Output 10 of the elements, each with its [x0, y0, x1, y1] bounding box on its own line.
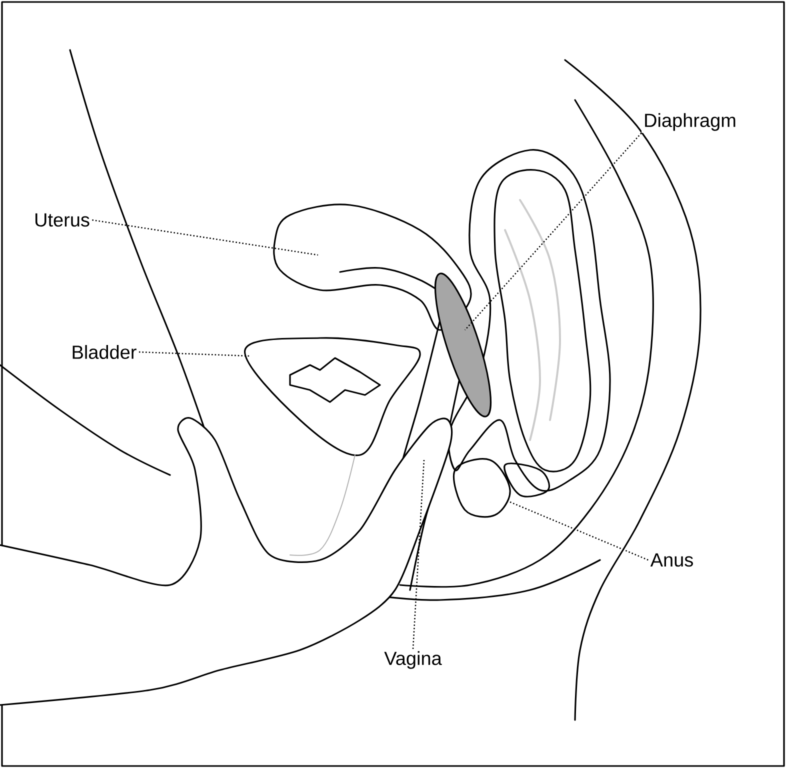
leader-line — [510, 501, 648, 561]
part-label: Vagina — [382, 649, 444, 671]
part-label: Bladder — [69, 343, 139, 361]
part-label: Uterus — [32, 211, 92, 229]
leader-line — [412, 460, 425, 649]
leader-line — [92, 219, 318, 256]
leader-line — [138, 351, 250, 357]
leader-line — [464, 132, 642, 330]
part-label: Diaphragm — [642, 111, 738, 133]
part-label: Anus — [648, 551, 696, 569]
